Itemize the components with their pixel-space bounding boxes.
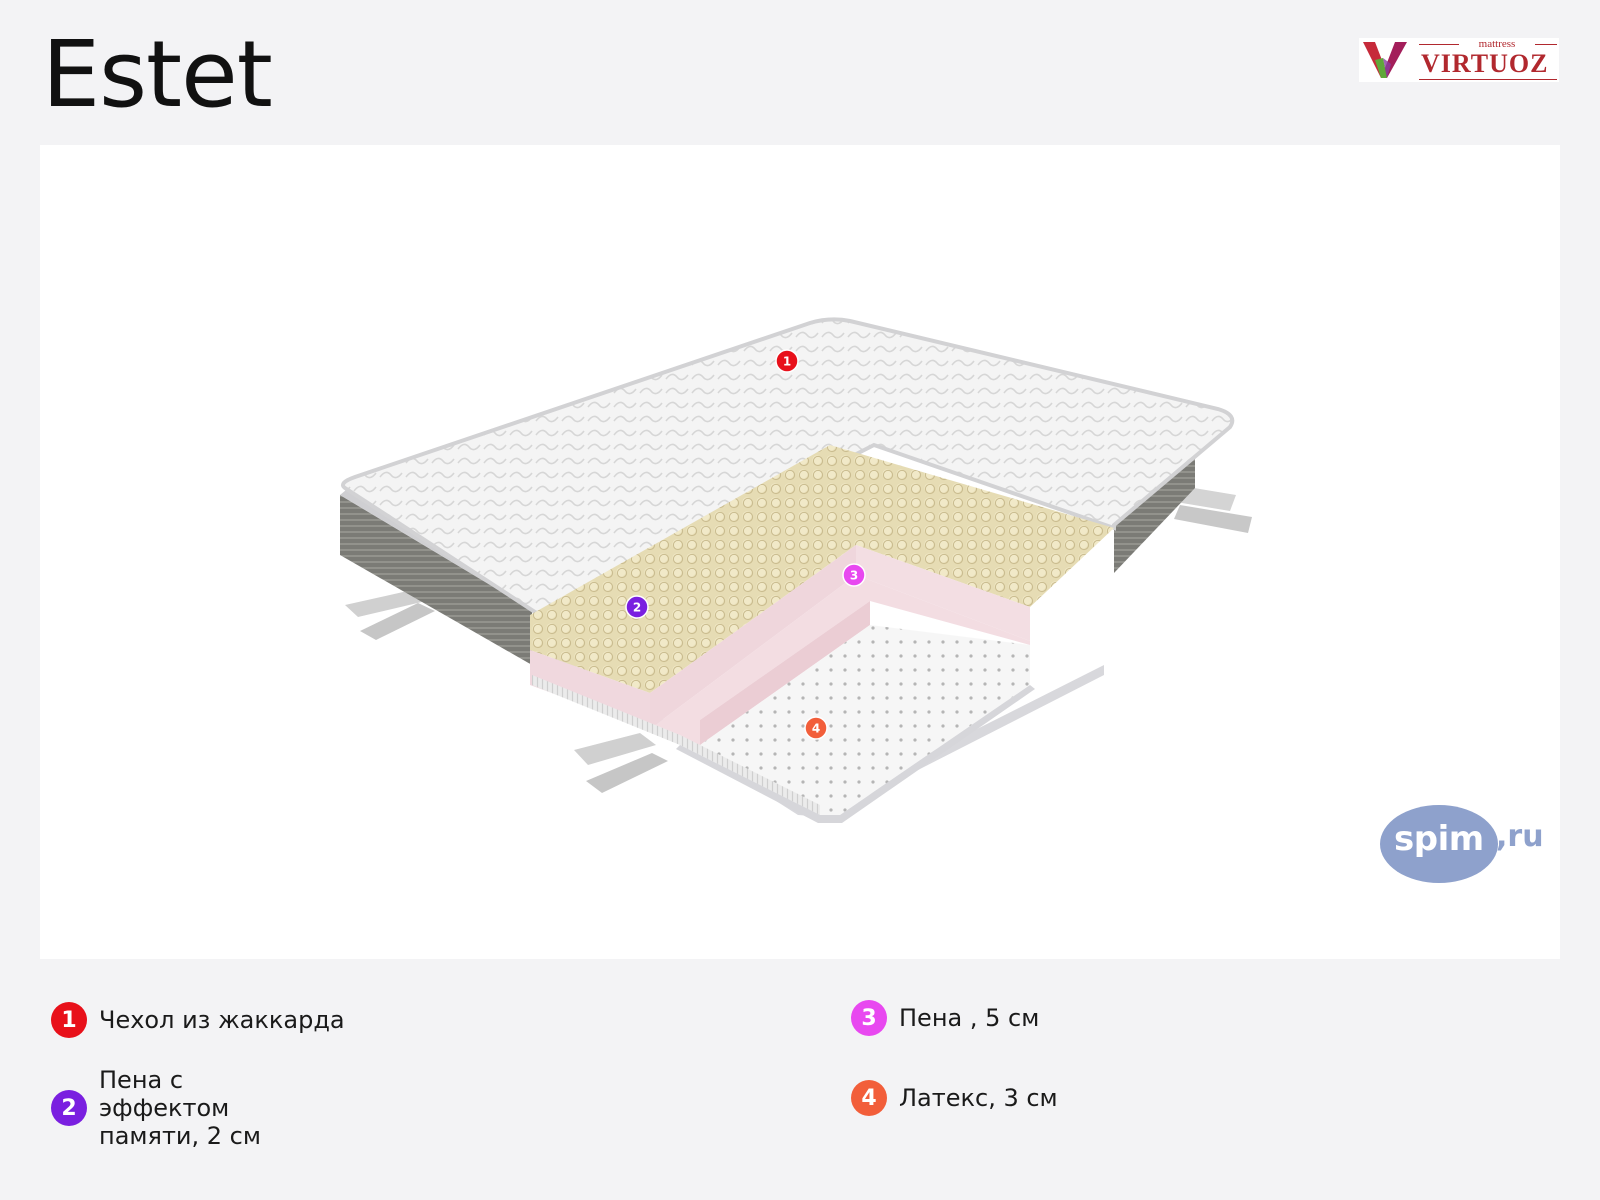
layer-marker-1: 1 bbox=[775, 349, 799, 373]
legend-item-4: 4 Латекс, 3 см bbox=[851, 1080, 1058, 1116]
v-logo-icon bbox=[1363, 42, 1407, 78]
marker-3-number: 3 bbox=[850, 569, 858, 583]
brand-rule bbox=[1419, 44, 1459, 45]
mattress-top-cover bbox=[341, 317, 1235, 618]
marker-1-number: 1 bbox=[783, 355, 791, 369]
foam-pink-surface bbox=[650, 575, 1030, 745]
watermark-text: spim bbox=[1394, 819, 1484, 859]
layer-marker-2: 2 bbox=[625, 595, 649, 619]
brand-rule bbox=[1419, 79, 1557, 80]
base-edge bbox=[532, 635, 1104, 817]
brand-tagline: mattress bbox=[1478, 38, 1516, 50]
legend-item-1: 1 Чехол из жаккарда bbox=[51, 1002, 345, 1038]
legend-badge-3: 3 bbox=[851, 1000, 887, 1036]
left-side-wall bbox=[340, 495, 532, 665]
latex-layer bbox=[680, 625, 1030, 815]
product-image-panel: 1 2 3 4 spim ,ru bbox=[40, 145, 1560, 959]
right-side-wall bbox=[1114, 445, 1195, 573]
memory-foam-layer bbox=[530, 445, 1114, 693]
marker-4-number: 4 bbox=[812, 722, 820, 736]
legend-badge-1: 1 bbox=[51, 1002, 87, 1038]
watermark-blob bbox=[1380, 805, 1498, 883]
legend-badge-2: 2 bbox=[51, 1090, 87, 1126]
legend-label-2: Пена с эффектом памяти, 2 см bbox=[99, 1066, 261, 1150]
legend-badge-4: 4 bbox=[851, 1080, 887, 1116]
brand-logo: mattress VIRTUOZ bbox=[1359, 38, 1559, 82]
legend-label-1: Чехол из жаккарда bbox=[99, 1006, 345, 1034]
legend-label-3: Пена , 5 см bbox=[899, 1004, 1040, 1032]
brand-rule bbox=[1535, 44, 1557, 45]
brand-name: VIRTUOZ bbox=[1421, 49, 1549, 78]
mattress-straps bbox=[345, 485, 1252, 793]
legend-item-3: 3 Пена , 5 см bbox=[851, 1000, 1039, 1036]
foam-layer-l bbox=[530, 650, 650, 729]
spim-watermark: spim ,ru bbox=[1380, 805, 1560, 885]
marker-2-number: 2 bbox=[633, 601, 641, 615]
mattress-bottom-rim bbox=[676, 685, 1035, 823]
mattress-cutaway-illustration: 1 2 3 4 bbox=[340, 317, 1252, 823]
legend-item-2: 2 Пена с эффектом памяти, 2 см bbox=[51, 1066, 289, 1150]
layer-marker-3: 3 bbox=[842, 563, 866, 587]
product-title: Estet bbox=[42, 21, 273, 128]
layer-marker-4: 4 bbox=[804, 716, 828, 740]
watermark-suffix: ,ru bbox=[1496, 819, 1544, 854]
legend-label-4: Латекс, 3 см bbox=[899, 1084, 1058, 1112]
